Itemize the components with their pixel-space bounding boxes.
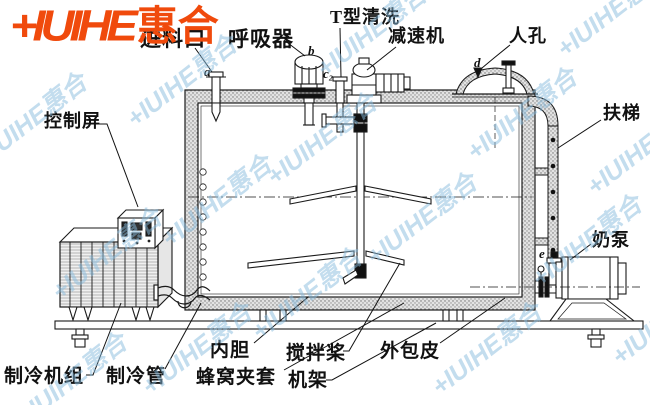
milk-pump xyxy=(470,251,640,322)
marker-a: a xyxy=(204,64,211,79)
logo-latin: +IUIHE xyxy=(10,1,138,50)
ladder xyxy=(527,95,559,259)
label-control-panel: 控制屏 xyxy=(44,111,101,131)
label-chiller-unit: 制冷机组 xyxy=(4,366,85,387)
marker-c2: c₂ xyxy=(323,66,334,81)
label-milk-pump: 奶泵 xyxy=(592,230,630,250)
label-inner-liner: 内胆 xyxy=(210,340,251,361)
label-frame: 机架 xyxy=(288,370,329,391)
ladder-rungs xyxy=(550,137,556,253)
label-agitator-paddle: 搅拌桨 xyxy=(286,343,347,364)
gearbox-motor xyxy=(346,57,411,104)
marker-d: d xyxy=(474,55,481,70)
marker-e: e xyxy=(539,246,545,261)
marker-b: b xyxy=(308,43,315,58)
label-breather: 呼吸器 xyxy=(228,27,294,51)
breather-valve xyxy=(292,54,326,126)
leader-lines xyxy=(86,27,602,381)
leveling-foot xyxy=(587,328,605,348)
label-inlet: 进料口 xyxy=(140,27,206,51)
base-frame xyxy=(54,309,644,348)
logo-chinese: 惠合 xyxy=(136,3,219,49)
label-ladder: 扶梯 xyxy=(603,103,641,123)
manhole-cover xyxy=(452,60,538,150)
control-box xyxy=(116,208,165,250)
cooling-pipe xyxy=(153,284,211,309)
label-cooling-pipe: 制冷管 xyxy=(106,366,167,387)
label-honeycomb-jacket: 蜂窝夹套 xyxy=(196,367,277,388)
leveling-foot xyxy=(71,328,89,348)
label-manhole: 人孔 xyxy=(509,26,547,46)
label-t-clean: T型清洗 xyxy=(330,7,401,27)
agitator xyxy=(247,102,432,285)
huihe-logo: +IUIHE惠合 xyxy=(10,2,219,49)
inlet-pipe-a xyxy=(206,71,226,123)
label-outer-skin: 外包皮 xyxy=(380,341,441,362)
honeycomb-dimples xyxy=(199,168,207,281)
unit-feet xyxy=(68,306,155,322)
label-reducer: 减速机 xyxy=(388,26,445,46)
